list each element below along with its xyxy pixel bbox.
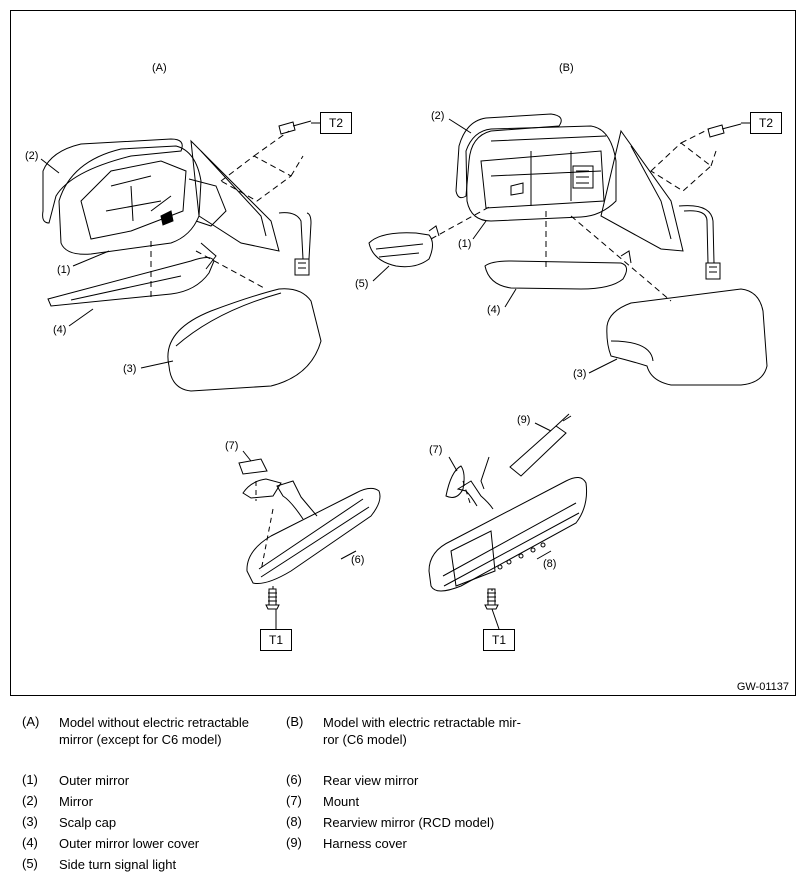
legend-key: (9) [286, 835, 302, 850]
b-guide-lines [430, 128, 717, 302]
a-guide-lines [150, 130, 304, 301]
rearview-mirror-rcd [428, 477, 587, 592]
callout-6: (6) [351, 554, 364, 566]
a-scalp-cap [167, 288, 322, 392]
torque-box-t1-b: T1 [483, 629, 515, 651]
diagram-drawing: (A) (B) (2) [25, 62, 768, 610]
callout-6-leader [340, 550, 357, 560]
legend-item-6: (6) Rear view mirror [286, 772, 418, 789]
torque-box-t2-a: T2 [320, 112, 352, 134]
callout-b-4: (4) [487, 304, 500, 316]
a-outer-mirror-body [58, 145, 227, 255]
callout-7a-leader [242, 450, 252, 462]
mount-b [445, 465, 465, 498]
legend-text: Mirror [59, 794, 93, 809]
legend-text-line: Model with electric retractable mir- [323, 715, 521, 730]
rear-mirror-guide-lines [255, 481, 274, 589]
legend-model-b: (B) Model with electric retractable mir-… [286, 714, 521, 748]
legend-key: (4) [22, 835, 38, 850]
torque-box-t1-a: T1 [260, 629, 292, 651]
a-bolt [278, 120, 312, 135]
legend-text: Outer mirror lower cover [59, 836, 200, 851]
legend-text: Rearview mirror (RCD model) [323, 815, 495, 830]
b-turn-signal-light [368, 225, 440, 268]
harness-cover [480, 413, 572, 490]
a-lower-cover [47, 242, 217, 307]
legend-key: (5) [22, 856, 38, 871]
legend-text-line: mirror (except for C6 model) [59, 732, 222, 747]
legend-item-5: (5) Side turn signal light [22, 856, 176, 873]
legend-item-4: (4) Outer mirror lower cover [22, 835, 199, 852]
rear-view-mirror [242, 478, 381, 584]
callout-b-5: (5) [355, 278, 368, 290]
callout-b-2: (2) [431, 110, 444, 122]
legend-item-9: (9) Harness cover [286, 835, 407, 852]
callout-9: (9) [517, 414, 530, 426]
b-mirror-arm [600, 129, 684, 252]
figure-code: GW-01137 [736, 681, 789, 693]
legend-text: Scalp cap [59, 815, 117, 830]
torque-box-t2-b: T2 [750, 112, 782, 134]
view-a-label: (A) [152, 62, 167, 74]
callout-8-leader [536, 550, 552, 560]
view-b-label: (B) [559, 62, 574, 74]
b-callouts: (2) (1) (5) (4) (3) [355, 110, 618, 380]
b-bolt [707, 123, 742, 138]
legend-key: (6) [286, 772, 302, 787]
callout-b-1: (1) [458, 238, 471, 250]
callout-a-2: (2) [25, 150, 38, 162]
legend-text-line: ror (C6 model) [323, 732, 407, 747]
legend-text: Mount [323, 794, 360, 809]
legend-key: (B) [286, 714, 304, 729]
legend-key: (7) [286, 793, 302, 808]
legend-text: Harness cover [323, 836, 407, 851]
b-mirror-glass [455, 113, 562, 199]
callout-7b: (7) [429, 444, 442, 456]
legend-text: Side turn signal light [59, 857, 177, 872]
b-harness [678, 205, 721, 280]
callout-7b-leader [448, 456, 458, 472]
legend-item-1: (1) Outer mirror [22, 772, 129, 789]
legend-key: (1) [22, 772, 38, 787]
a-mirror-arm [190, 139, 280, 252]
callout-a-4: (4) [53, 324, 66, 336]
legend-item-3: (3) Scalp cap [22, 814, 116, 831]
rcd-guide-lines [462, 480, 493, 591]
legend-model-a: (A) Model without electric retractable m… [22, 714, 249, 748]
legend-item-8: (8) Rearview mirror (RCD model) [286, 814, 494, 831]
legend-key: (3) [22, 814, 38, 829]
a-harness [278, 212, 312, 276]
legend-item-2: (2) Mirror [22, 793, 93, 810]
b-lower-cover [484, 250, 632, 290]
callout-7a: (7) [225, 440, 238, 452]
legend-text: Outer mirror [59, 773, 130, 788]
callout-a-3: (3) [123, 363, 136, 375]
exploded-diagram: (A) (B) (2) [10, 10, 796, 696]
legend-text: Model with electric retractable mir- ror… [323, 714, 521, 748]
legend-key: (2) [22, 793, 38, 808]
callout-b-3: (3) [573, 368, 586, 380]
callout-a-1: (1) [57, 264, 70, 276]
legend-text-line: Model without electric retractable [59, 715, 250, 730]
a-callouts: (2) (1) (4) (3) [25, 150, 174, 375]
a-mirror-glass [42, 138, 183, 224]
screw-b [484, 588, 499, 610]
legend-item-7: (7) Mount [286, 793, 359, 810]
b-scalp-cap [606, 288, 768, 386]
legend-text: Rear view mirror [323, 773, 419, 788]
legend-text: Model without electric retractable mirro… [59, 714, 249, 748]
callout-8: (8) [543, 558, 556, 570]
legend-key: (8) [286, 814, 302, 829]
legend-key: (A) [22, 714, 40, 729]
callout-9-leader [534, 422, 552, 432]
screw-a [265, 588, 280, 610]
mount-a [238, 458, 268, 475]
b-outer-mirror-body [465, 125, 617, 222]
